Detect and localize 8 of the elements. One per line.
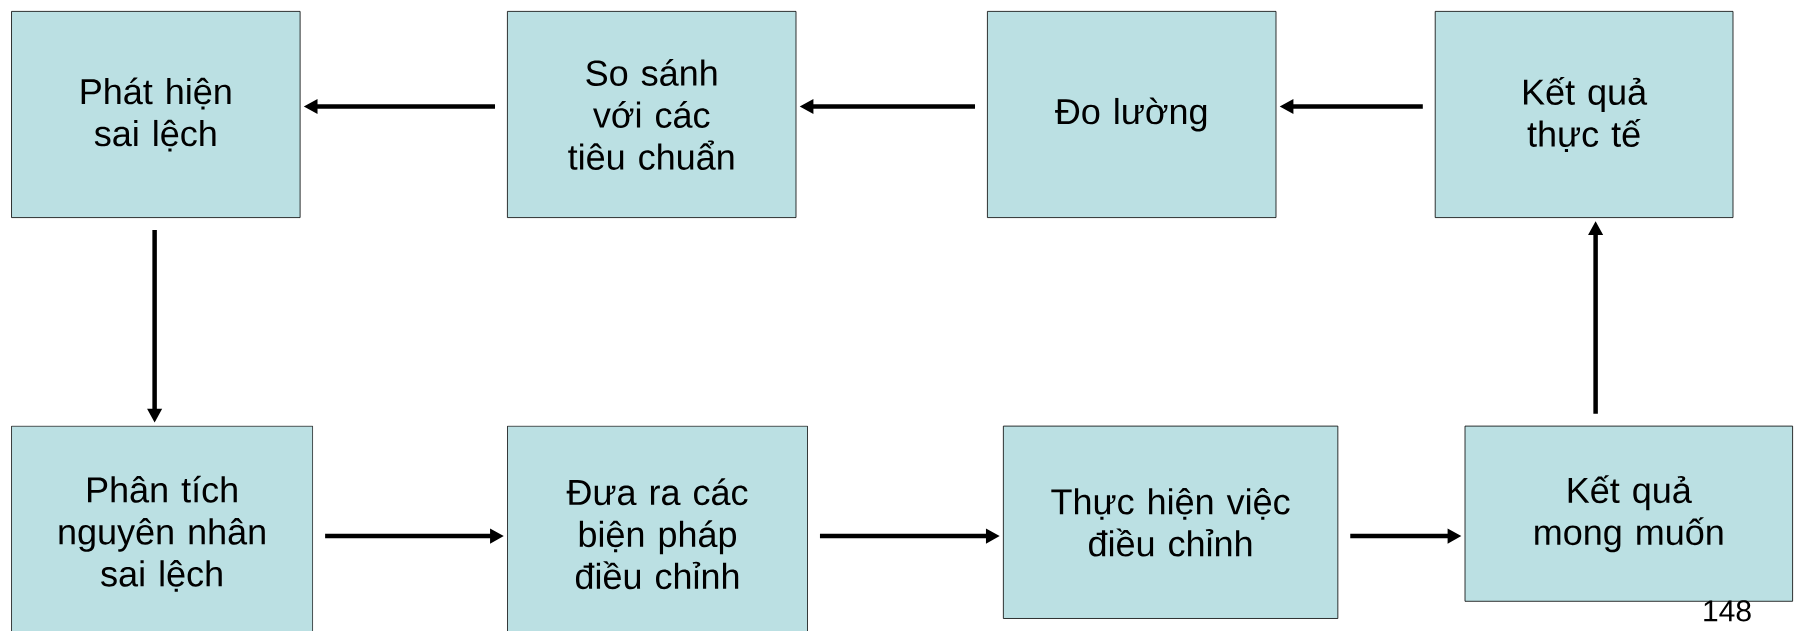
process-box: Kết quả thực tế [1434, 11, 1734, 218]
process-box: Đo lường [987, 11, 1277, 218]
process-box: Thực hiện việc điều chỉnh [1002, 425, 1339, 619]
process-box: Đưa ra các biện pháp điều chỉnh [507, 425, 808, 631]
page-number: 148 [1704, 600, 1751, 622]
process-box: Phân tích nguyên nhân sai lệch [11, 425, 314, 631]
process-box: Phát hiện sai lệch [11, 11, 301, 218]
process-box: So sánh với các tiêu chuẩn [507, 11, 797, 218]
